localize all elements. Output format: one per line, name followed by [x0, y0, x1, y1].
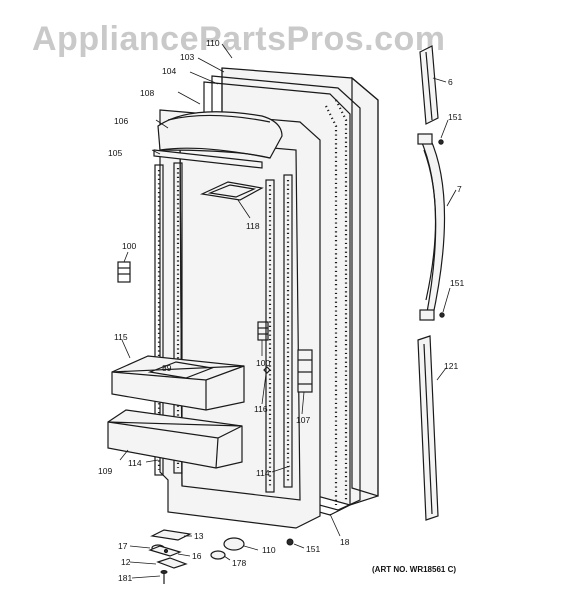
callout-116: 116 [254, 404, 268, 414]
callout-13: 13 [194, 531, 204, 541]
callout-181: 181 [118, 573, 132, 583]
callout-118: 118 [246, 221, 260, 231]
callout-115: 115 [114, 332, 128, 342]
cap-110 [223, 537, 245, 551]
leader-lines [119, 43, 457, 579]
hinge-bracket-13 [150, 529, 192, 541]
door-stop-bracket [297, 349, 313, 393]
callout-100-upper: 100 [122, 241, 136, 251]
liner-rail-mid [173, 162, 183, 474]
callout-110: 110 [262, 545, 276, 555]
liner-rail-left [154, 164, 164, 476]
callout-16: 16 [192, 551, 202, 561]
screw-lower [286, 538, 294, 546]
callout-89: 89 [162, 363, 172, 373]
callout-7: 7 [457, 184, 462, 194]
cam-12 [156, 557, 188, 569]
door-handle [417, 133, 446, 321]
callout-labels: 6 7 12 13 16 17 18 89 100 100 103 104 10… [98, 38, 464, 583]
hinge-16 [148, 545, 182, 557]
callout-151-mid: 151 [450, 278, 464, 288]
callout-110-top: 110 [206, 38, 220, 48]
liner-rail-right-a [265, 179, 275, 493]
lower-door-bin [107, 409, 243, 469]
door-shelf-bin [111, 355, 245, 411]
handle-trim [417, 335, 439, 521]
screw-mid [439, 312, 445, 318]
callout-114-left: 114 [128, 458, 142, 468]
liner-rail-right-b [283, 174, 293, 488]
top-trim-strip [153, 149, 263, 169]
callout-151-upper: 151 [448, 112, 462, 122]
door-top-cap [157, 111, 283, 159]
dairy-door [199, 181, 264, 201]
callout-18: 18 [340, 537, 350, 547]
callout-121: 121 [444, 361, 458, 371]
inner-door-liner [159, 109, 321, 529]
callout-6: 6 [448, 77, 453, 87]
callout-178: 178 [232, 558, 246, 568]
callout-108: 108 [140, 88, 154, 98]
callout-107: 107 [296, 415, 310, 425]
callout-104: 104 [162, 66, 176, 76]
callout-151-lower: 151 [306, 544, 320, 554]
bin-clip-upper [117, 261, 131, 283]
callout-103: 103 [180, 52, 194, 62]
callout-109: 109 [98, 466, 112, 476]
washer-178 [210, 550, 226, 560]
watermark-text: AppliancePartsPros.com [32, 20, 445, 58]
callout-105: 105 [108, 148, 122, 158]
art-number: (ART NO. WR18561 C) [372, 565, 456, 574]
screw-upper [438, 139, 444, 145]
callout-100-lower: 100 [256, 358, 270, 368]
handle-endcap [419, 45, 439, 125]
callout-12: 12 [121, 557, 131, 567]
door-spring [263, 366, 271, 374]
callout-114-right: 114 [256, 468, 270, 478]
callout-106: 106 [114, 116, 128, 126]
callout-17: 17 [118, 541, 128, 551]
screw-181 [160, 570, 168, 584]
bin-clip-lower [257, 321, 269, 341]
